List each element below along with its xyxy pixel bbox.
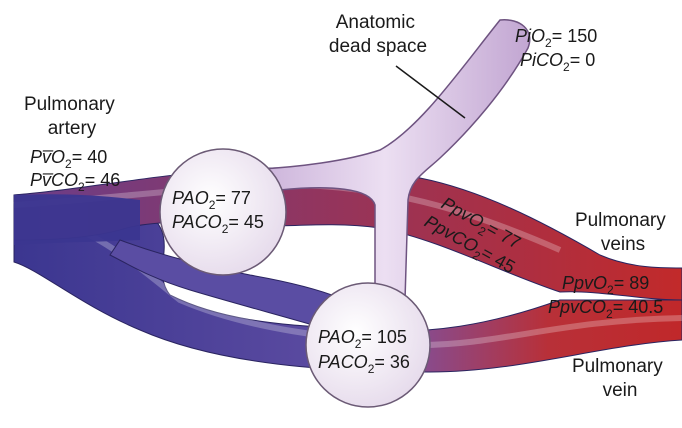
dead-space-leader-line xyxy=(395,65,466,119)
mixed-vein-po2: PpvO2= 89 xyxy=(562,273,649,297)
airway-tree xyxy=(239,19,531,301)
alveolus-upper-pco2: PACO2= 45 xyxy=(172,212,264,236)
mixed-venous-values: Pv̅O2= 40 Pv̅CO2= 46 xyxy=(30,147,120,194)
inspired-pco2: PiCO2= 0 xyxy=(520,50,595,74)
mixed-vein-values: PpvO2= 89 PpvCO2= 40.5 xyxy=(548,273,663,321)
alveolus-lower xyxy=(305,282,431,408)
dead-space-label: Anatomic dead space xyxy=(329,12,427,57)
inspired-po2: PiO2= 150 xyxy=(515,26,597,50)
inspired-values: PiO2= 150 PiCO2= 0 xyxy=(515,26,597,74)
mixed-venous-pco2: Pv̅CO2= 46 xyxy=(30,170,120,194)
pulmonary-vein-label: Pulmonary vein xyxy=(572,356,668,401)
alveolus-upper-values: PAO2= 77 PACO2= 45 xyxy=(172,188,264,236)
pulmonary-artery-label: Pulmonary artery xyxy=(24,94,120,139)
alveolus-upper-po2: PAO2= 77 xyxy=(172,188,251,212)
alveolus-lower-pco2: PACO2= 36 xyxy=(318,352,410,376)
alveolus-lower-po2: PAO2= 105 xyxy=(318,327,407,351)
alveolus-lower-values: PAO2= 105 PACO2= 36 xyxy=(318,327,410,376)
pulmonary-veins-label: Pulmonary veins xyxy=(575,210,671,255)
mixed-vein-pco2: PpvCO2= 40.5 xyxy=(548,297,663,321)
alveolus-upper xyxy=(159,148,287,276)
mixed-venous-po2: Pv̅O2= 40 xyxy=(30,147,107,171)
